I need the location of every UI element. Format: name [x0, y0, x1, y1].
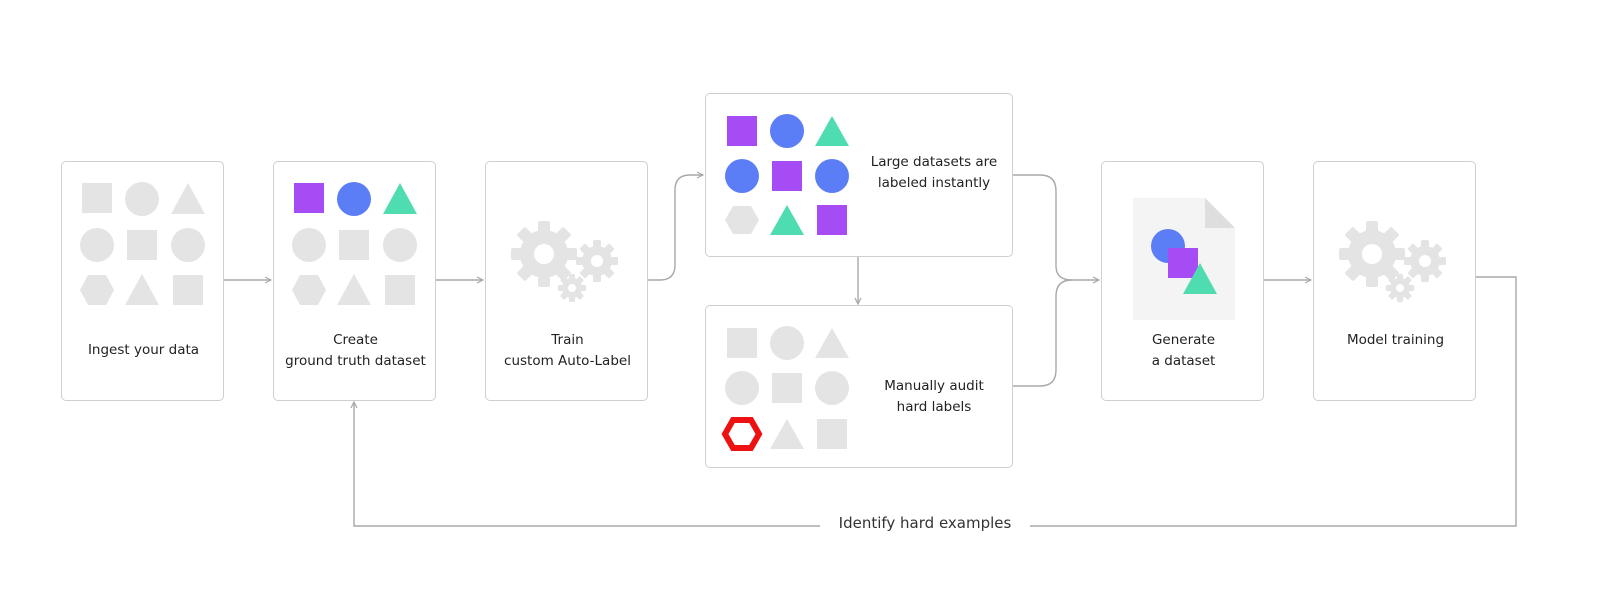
circle-icon [815, 371, 849, 405]
ground-truth-label-line-2: ground truth dataset [285, 353, 426, 369]
square-icon [294, 183, 324, 213]
triangle-icon [125, 274, 159, 305]
square-icon [1168, 248, 1198, 278]
generate-label-line-2: a dataset [1151, 353, 1216, 369]
large-datasets-label-line-2: labeled instantly [877, 175, 991, 191]
hexagon-icon [80, 275, 114, 305]
square-icon [385, 275, 415, 305]
ground-truth-card: Create ground truth dataset [273, 161, 436, 401]
manual-audit-label-line-2: hard labels [896, 399, 972, 415]
loop-label: Identify hard examples [820, 514, 1030, 532]
square-icon [727, 116, 757, 146]
square-icon [817, 419, 847, 449]
square-icon [127, 230, 157, 260]
circle-icon [171, 228, 205, 262]
square-icon [817, 205, 847, 235]
gear-icon [1386, 274, 1414, 302]
square-icon [339, 230, 369, 260]
square-icon [772, 373, 802, 403]
manual-audit-shapes [721, 326, 849, 451]
triangle-icon [815, 328, 849, 358]
large-datasets-shapes [725, 114, 849, 235]
gear-icon [558, 274, 586, 302]
line-large-to-generate [1013, 174, 1099, 280]
circle-icon [725, 159, 759, 193]
line-audit-to-generate [1013, 279, 1073, 387]
circle-icon [383, 228, 417, 262]
generate-document [1133, 198, 1235, 320]
ingest-shapes [80, 182, 205, 305]
triangle-icon [171, 183, 205, 214]
hexagon-icon [725, 206, 759, 234]
ground-truth-label-line-1: Create [333, 332, 378, 348]
model-training-label: Model training [1314, 330, 1477, 351]
generate-label-line-1: Generate [1151, 332, 1216, 348]
gear-icon [1404, 240, 1446, 282]
square-icon [727, 328, 757, 358]
ground-truth-label: Create ground truth dataset [274, 330, 437, 372]
circle-icon [725, 371, 759, 405]
triangle-icon [1183, 263, 1217, 294]
train-gears [511, 221, 618, 302]
triangle-icon [815, 116, 849, 146]
large-datasets-label-line-1: Large datasets are [870, 154, 998, 170]
square-icon [82, 183, 112, 213]
generate-label: Generate a dataset [1102, 330, 1265, 372]
square-icon [173, 275, 203, 305]
generate-card: Generate a dataset [1101, 161, 1264, 401]
train-label-line-1: Train [551, 332, 584, 348]
circle-icon [125, 182, 159, 216]
train-label-line-2: custom Auto-Label [504, 353, 631, 369]
large-datasets-card: Large datasets are labeled instantly [705, 93, 1013, 257]
arrow-train-to-large [648, 175, 703, 281]
gear-icon [576, 240, 618, 282]
triangle-icon [770, 419, 804, 449]
large-datasets-label: Large datasets are labeled instantly [866, 152, 1002, 194]
manual-audit-card: Manually audit hard labels [705, 305, 1013, 468]
ingest-card: Ingest your data [61, 161, 224, 401]
ingest-label: Ingest your data [62, 340, 225, 361]
circle-icon [80, 228, 114, 262]
circle-icon [337, 182, 371, 216]
square-icon [772, 161, 802, 191]
loop-line [354, 276, 1517, 527]
circle-icon [815, 159, 849, 193]
circle-icon [292, 228, 326, 262]
train-label: Train custom Auto-Label [486, 330, 649, 372]
gear-icon [1339, 221, 1405, 287]
circle-icon [770, 326, 804, 360]
triangle-icon [770, 205, 804, 235]
model-training-card: Model training [1313, 161, 1476, 401]
train-card: Train custom Auto-Label [485, 161, 648, 401]
gear-icon [511, 221, 577, 287]
model-training-label-line-1: Model training [1346, 332, 1445, 348]
document-fold [1205, 198, 1235, 228]
ingest-label-line-1: Ingest your data [87, 342, 200, 358]
manual-audit-label-line-1: Manually audit [884, 378, 984, 394]
triangle-icon [383, 183, 417, 214]
hexagon-icon [292, 275, 326, 305]
manual-audit-label: Manually audit hard labels [866, 376, 1002, 418]
hexagon-icon [721, 417, 763, 451]
triangle-icon [337, 274, 371, 305]
ground-truth-shapes [292, 182, 417, 305]
circle-icon [770, 114, 804, 148]
model-training-gears [1339, 221, 1446, 302]
